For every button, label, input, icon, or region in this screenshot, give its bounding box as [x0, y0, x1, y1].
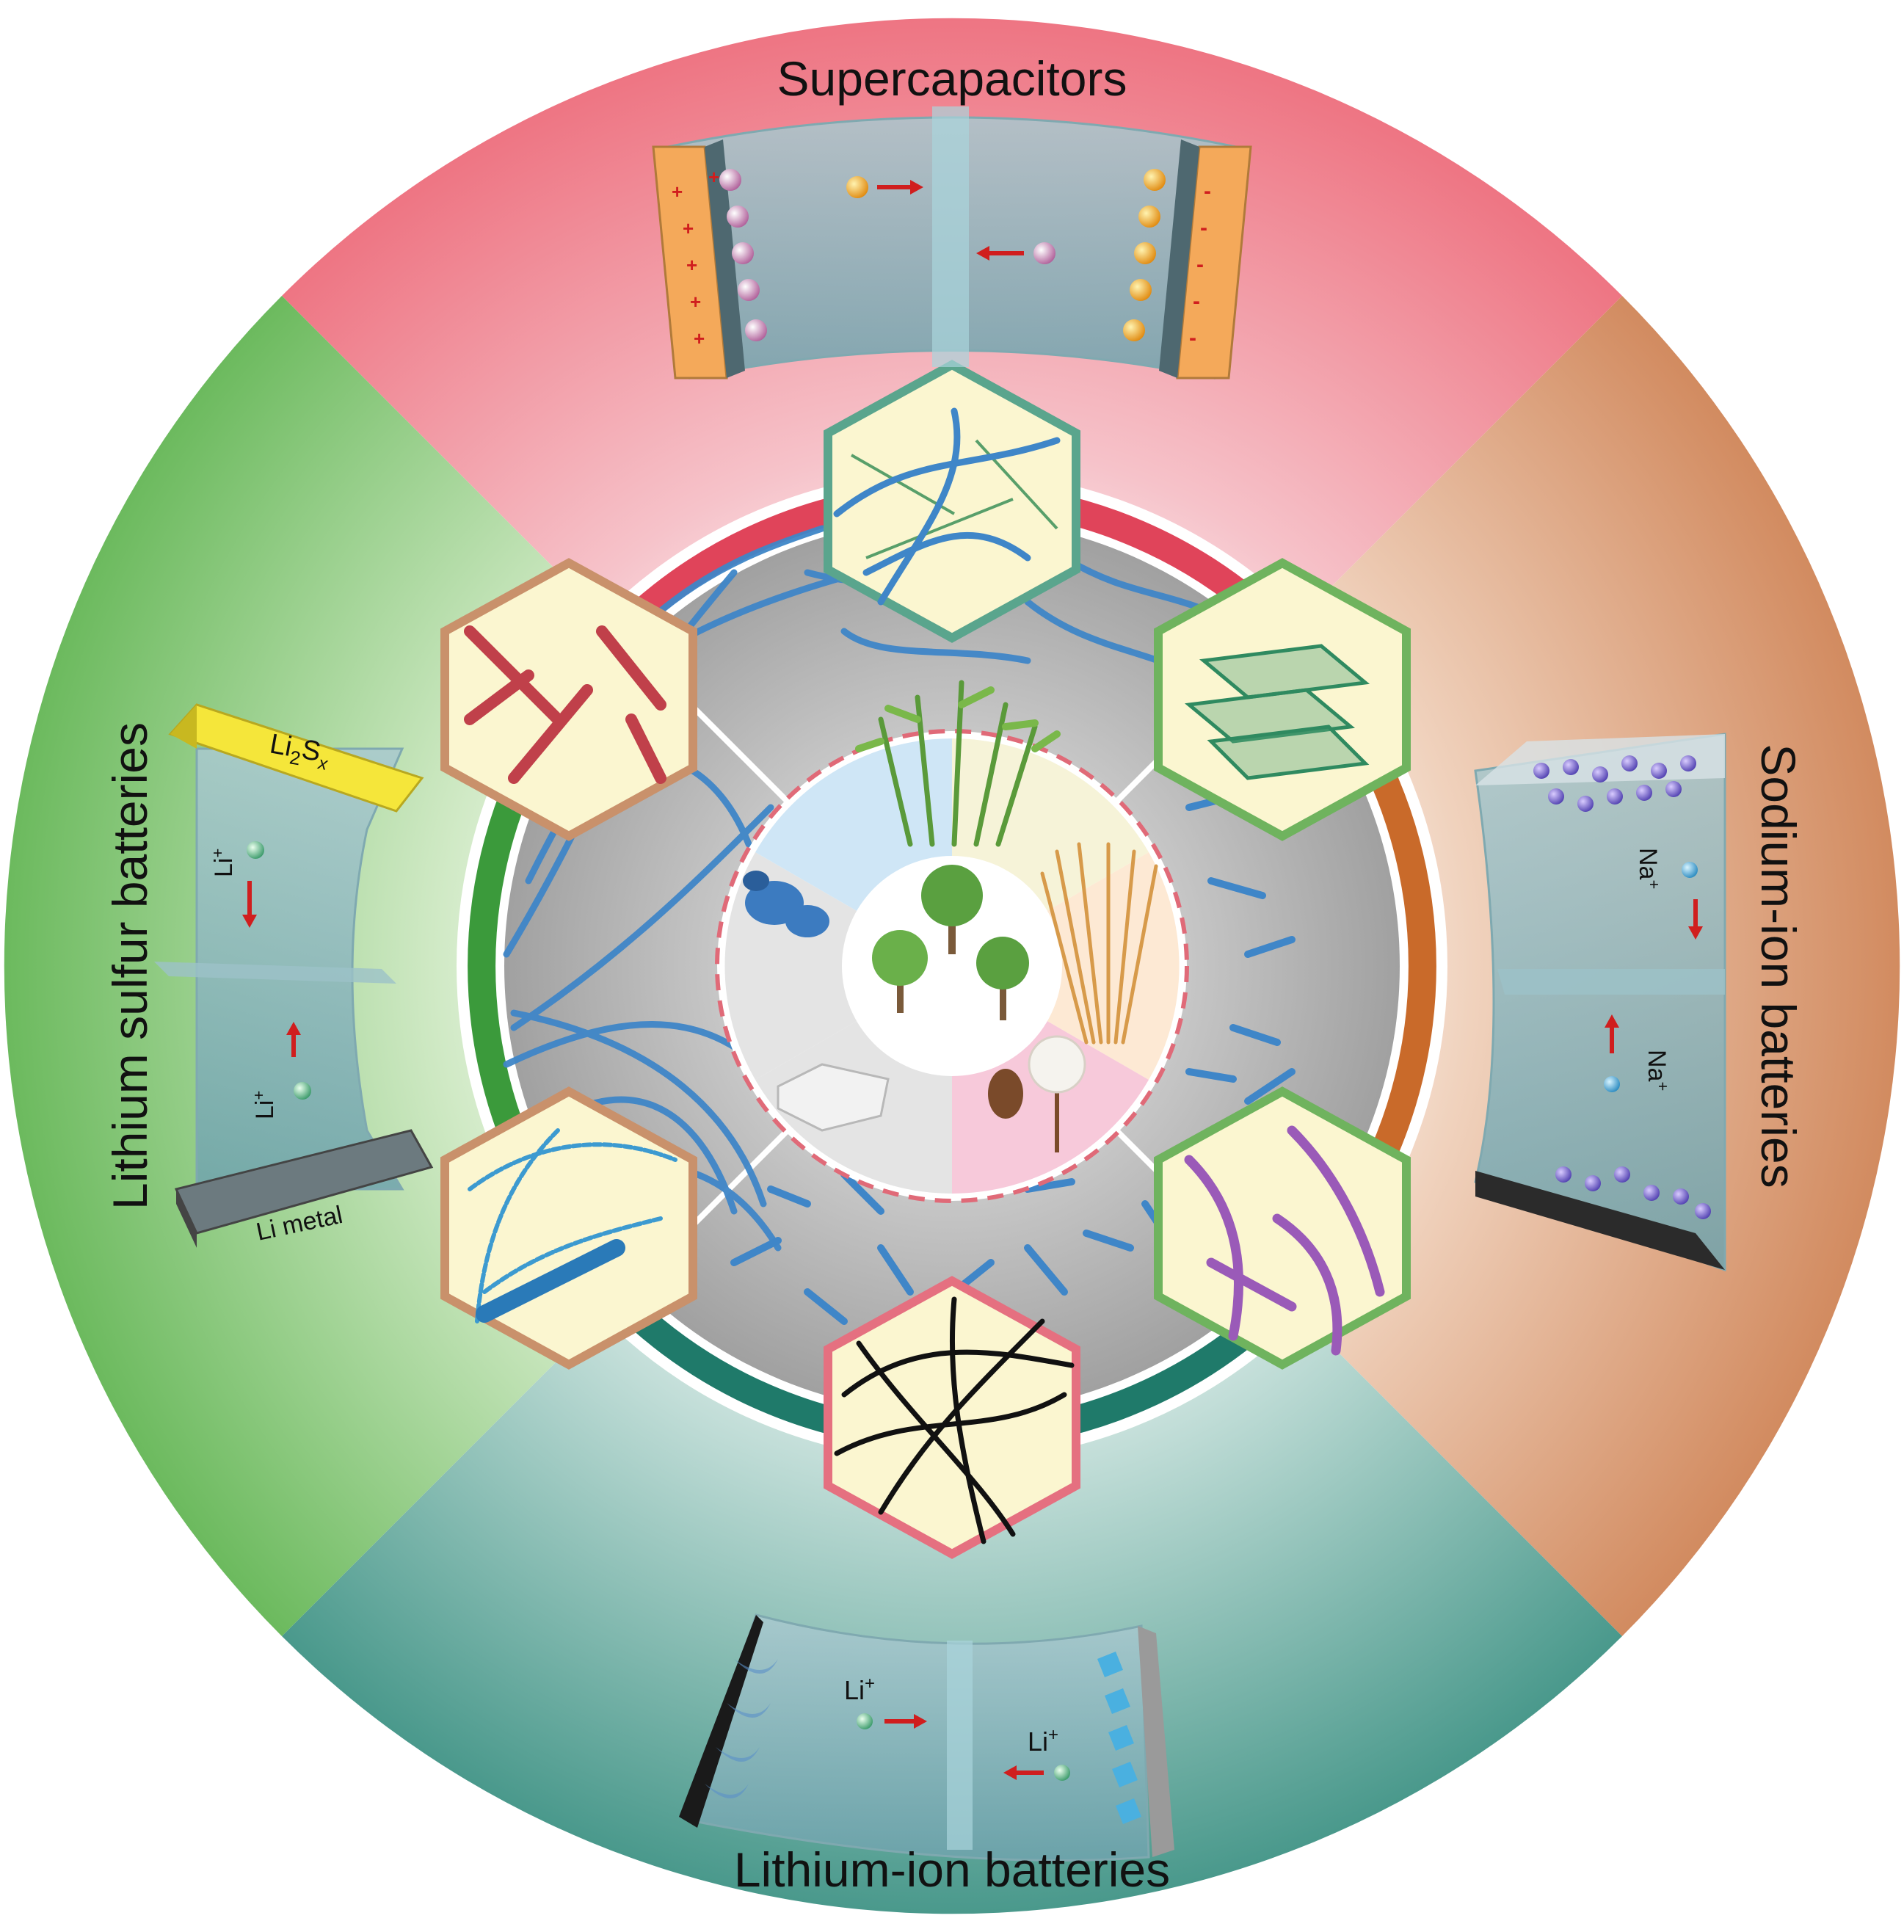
- cotton-icon: [988, 1035, 1086, 1152]
- svg-text:+: +: [686, 254, 697, 276]
- trees-icon: [872, 865, 1029, 1020]
- li2sx-li: Li: [267, 729, 294, 763]
- svg-text:+: +: [683, 217, 694, 239]
- right-electrode-minus-signs: - - - - -: [1189, 179, 1211, 350]
- cathode-crystals: [1097, 1652, 1141, 1824]
- svg-text:Li2Sx: Li2Sx: [266, 729, 333, 775]
- hexagon-upper-right: [1154, 558, 1411, 841]
- na-ion-bottom: Na: [1643, 1050, 1671, 1082]
- svg-text:+: +: [708, 166, 719, 188]
- arrow-down-na: [1688, 899, 1703, 940]
- li2sx-sub: 2: [288, 746, 302, 769]
- li-ion-top: Li: [844, 1675, 865, 1705]
- graphite-sheets: [705, 1659, 778, 1798]
- svg-text:-: -: [1200, 216, 1207, 240]
- svg-text:-: -: [1189, 326, 1196, 350]
- lithium-ion-device: Li+ Li+: [679, 1613, 1174, 1862]
- arrow-right: [877, 180, 923, 195]
- arrow-right-li: [884, 1714, 927, 1729]
- moving-anion: [1033, 242, 1055, 264]
- svg-text:+: +: [672, 181, 683, 203]
- moving-cation: [846, 176, 868, 198]
- hexagon-lower-left: [440, 1086, 697, 1370]
- svg-text:Li+: Li+: [1028, 1725, 1058, 1757]
- title-lithium-sulfur: Lithium sulfur batteries: [103, 722, 157, 1210]
- li-ion-bottom: Li: [1028, 1726, 1048, 1757]
- svg-text:-: -: [1193, 289, 1200, 313]
- cellulose-sponge-icon: [777, 1063, 890, 1132]
- svg-text:-: -: [1196, 253, 1204, 277]
- svg-text:Na+: Na+: [1634, 848, 1663, 889]
- lithium-sulfur-device: Li+ Li+ Li2Sx Li metal: [154, 703, 434, 1248]
- svg-text:Li+: Li+: [250, 1091, 279, 1119]
- li2sx-x: x: [316, 753, 330, 774]
- sodium-ion-device: Na+ Na+: [1474, 733, 1726, 1272]
- sodium-balls-bottom: [1555, 1166, 1711, 1219]
- cation-balls-right: [1123, 169, 1166, 341]
- svg-text:+: +: [690, 291, 701, 313]
- svg-text:Li+: Li+: [844, 1674, 875, 1705]
- svg-text:Na+: Na+: [1643, 1050, 1672, 1091]
- hexagon-upper-left: [440, 558, 697, 841]
- li-s-ion-top: Li: [210, 858, 238, 877]
- title-sodium-ion: Sodium-ion batteries: [1751, 744, 1806, 1188]
- li-s-ion-bottom: Li: [251, 1100, 279, 1119]
- left-electrode-plus-signs: ++++++: [672, 166, 719, 349]
- chitin-shell-icon: [743, 871, 829, 937]
- hexagon-bottom: [824, 1276, 1080, 1559]
- arrow-down-li-s: [242, 881, 257, 928]
- sodium-balls-top: [1533, 755, 1696, 812]
- na-ion-top: Na: [1634, 848, 1662, 880]
- inner-biomass-circle: [715, 729, 1189, 1203]
- title-lithium-ion: Lithium-ion batteries: [734, 1842, 1170, 1897]
- arrow-left-li: [1003, 1765, 1044, 1780]
- arrow-left: [976, 246, 1024, 261]
- bamboo-icon: [855, 680, 1061, 847]
- svg-text:Li+: Li+: [208, 849, 238, 877]
- arrow-up-li-s: [286, 1022, 301, 1057]
- hexagon-top: [824, 360, 1080, 643]
- svg-text:-: -: [1204, 179, 1211, 203]
- anion-balls-left: [719, 169, 767, 341]
- supercapacitor-device: ++++++ -----: [652, 106, 1252, 380]
- wheat-icon: [1040, 842, 1158, 1045]
- hexagon-lower-right: [1154, 1086, 1411, 1370]
- arrow-up-na: [1605, 1014, 1619, 1053]
- svg-text:+: +: [694, 327, 705, 349]
- title-supercapacitors: Supercapacitors: [777, 51, 1127, 106]
